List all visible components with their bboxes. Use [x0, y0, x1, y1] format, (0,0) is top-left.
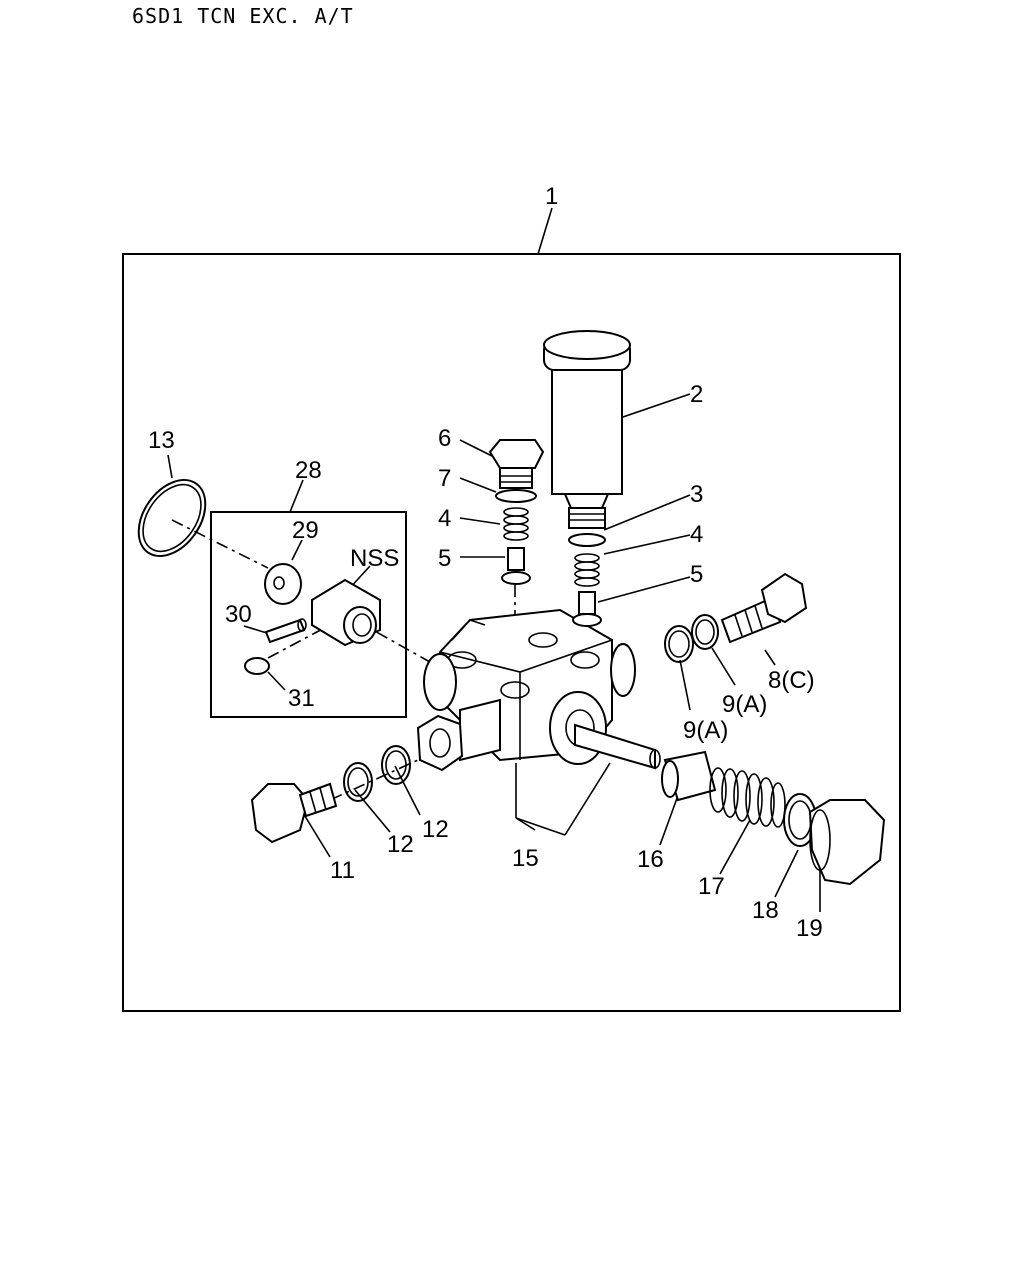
gasket-9-parts [664, 614, 719, 663]
callout-2: 2 [690, 381, 703, 408]
spring-left-part [503, 507, 529, 541]
page-title: 6SD1 TCN EXC. A/T [132, 4, 354, 28]
pump-body [416, 608, 636, 772]
spring-17-part [709, 767, 786, 828]
callout-30: 30 [225, 601, 252, 628]
o-ring-7-part [495, 489, 537, 503]
callout-4a: 4 [438, 505, 451, 532]
pin-part [264, 618, 307, 644]
callout-17: 17 [698, 873, 725, 900]
callout-15: 15 [512, 845, 539, 872]
callout-3: 3 [690, 481, 703, 508]
subassembly-frame [210, 511, 407, 718]
shaft-part [574, 723, 661, 770]
callout-11: 11 [330, 857, 355, 884]
callout-9a-upper: 9(A) [722, 691, 767, 718]
callout-13: 13 [148, 427, 175, 454]
cap-nut-part [808, 799, 886, 886]
clip-part [244, 657, 270, 675]
callout-8c: 8(C) [768, 667, 815, 694]
gasket-12-parts [343, 745, 411, 802]
leader-lines [167, 207, 821, 912]
callout-12b: 12 [422, 816, 449, 843]
piston-part [661, 750, 717, 802]
valve-left-part [501, 547, 531, 585]
lever-block-part [311, 578, 381, 647]
callout-19: 19 [796, 915, 823, 942]
o-ring-3-part [568, 533, 606, 547]
callout-labels: 1 2 3 4 5 6 7 4 5 8(C) 9(A) 9(A) 13 28 2… [148, 183, 823, 942]
assembly-frame [122, 253, 901, 1012]
callout-12a: 12 [387, 831, 414, 858]
valve-right-part [572, 591, 602, 627]
callout-28: 28 [295, 457, 322, 484]
callout-4b: 4 [690, 521, 703, 548]
washer-part [264, 563, 302, 605]
callout-16: 16 [637, 846, 664, 873]
callout-9a-lower: 9(A) [683, 717, 728, 744]
callout-31: 31 [288, 685, 315, 712]
eye-bolt-part [720, 572, 808, 644]
spring-right-part [574, 553, 600, 587]
callout-1: 1 [545, 183, 558, 210]
banjo-bolt-part [250, 782, 338, 844]
callout-5b: 5 [690, 561, 703, 588]
callout-7: 7 [438, 465, 451, 492]
callout-18: 18 [752, 897, 779, 924]
plug-part [488, 439, 545, 489]
snap-ring-part [137, 479, 207, 557]
callout-nss: NSS [350, 545, 399, 572]
callout-5a: 5 [438, 545, 451, 572]
callout-6: 6 [438, 425, 451, 452]
callout-29: 29 [292, 517, 319, 544]
priming-pump-part [543, 330, 631, 529]
